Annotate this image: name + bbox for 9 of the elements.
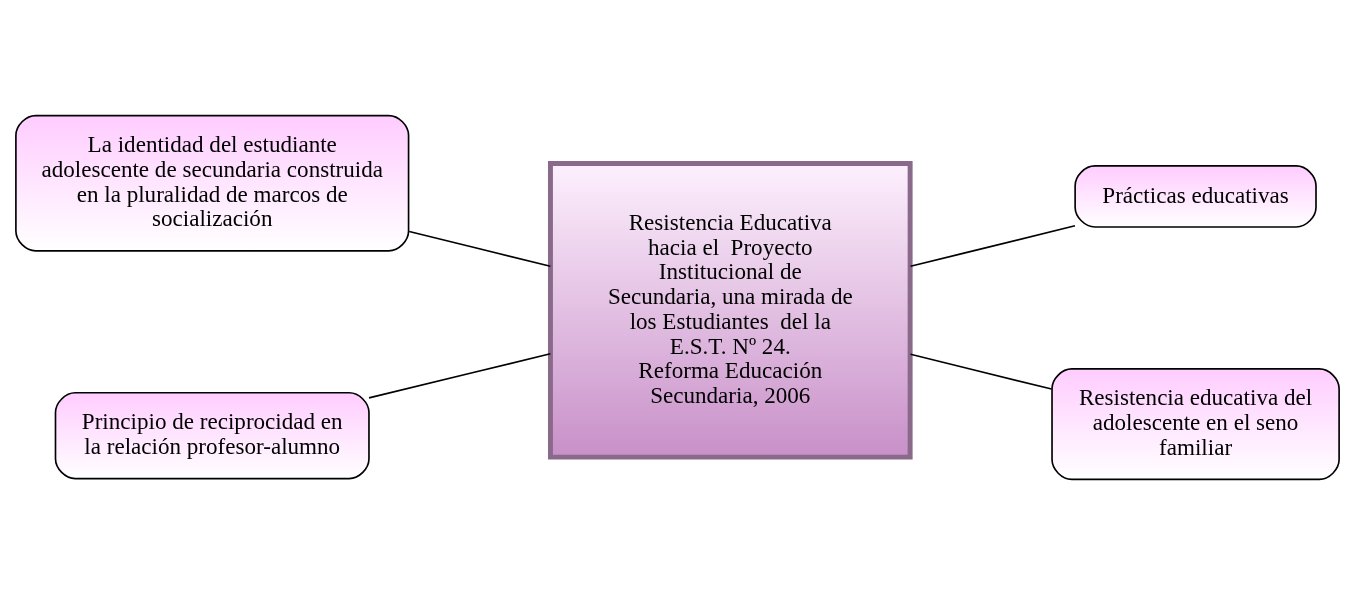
node-box: Principio de reciprocidad en la relación profesor-alumno [54, 391, 370, 479]
node-box: Prácticas educativas [1074, 164, 1317, 228]
node-box: La identidad del estudiante adolescente de secundaria construida en la pluralidad de marcos de socialización [15, 114, 410, 252]
connector [909, 353, 1053, 390]
connector [408, 230, 552, 267]
node-box: Resistencia Educativa hacia el Proyecto Institucional de Secundaria, una mirada de los Estudiantes del la E.S.T. Nº 24. Reforma Educación Secundaria, 2006 [548, 160, 913, 460]
connector [368, 352, 552, 399]
node-box: Resistencia educativa del adolescente en el seno familiar [1051, 367, 1340, 480]
connector [909, 224, 1076, 267]
